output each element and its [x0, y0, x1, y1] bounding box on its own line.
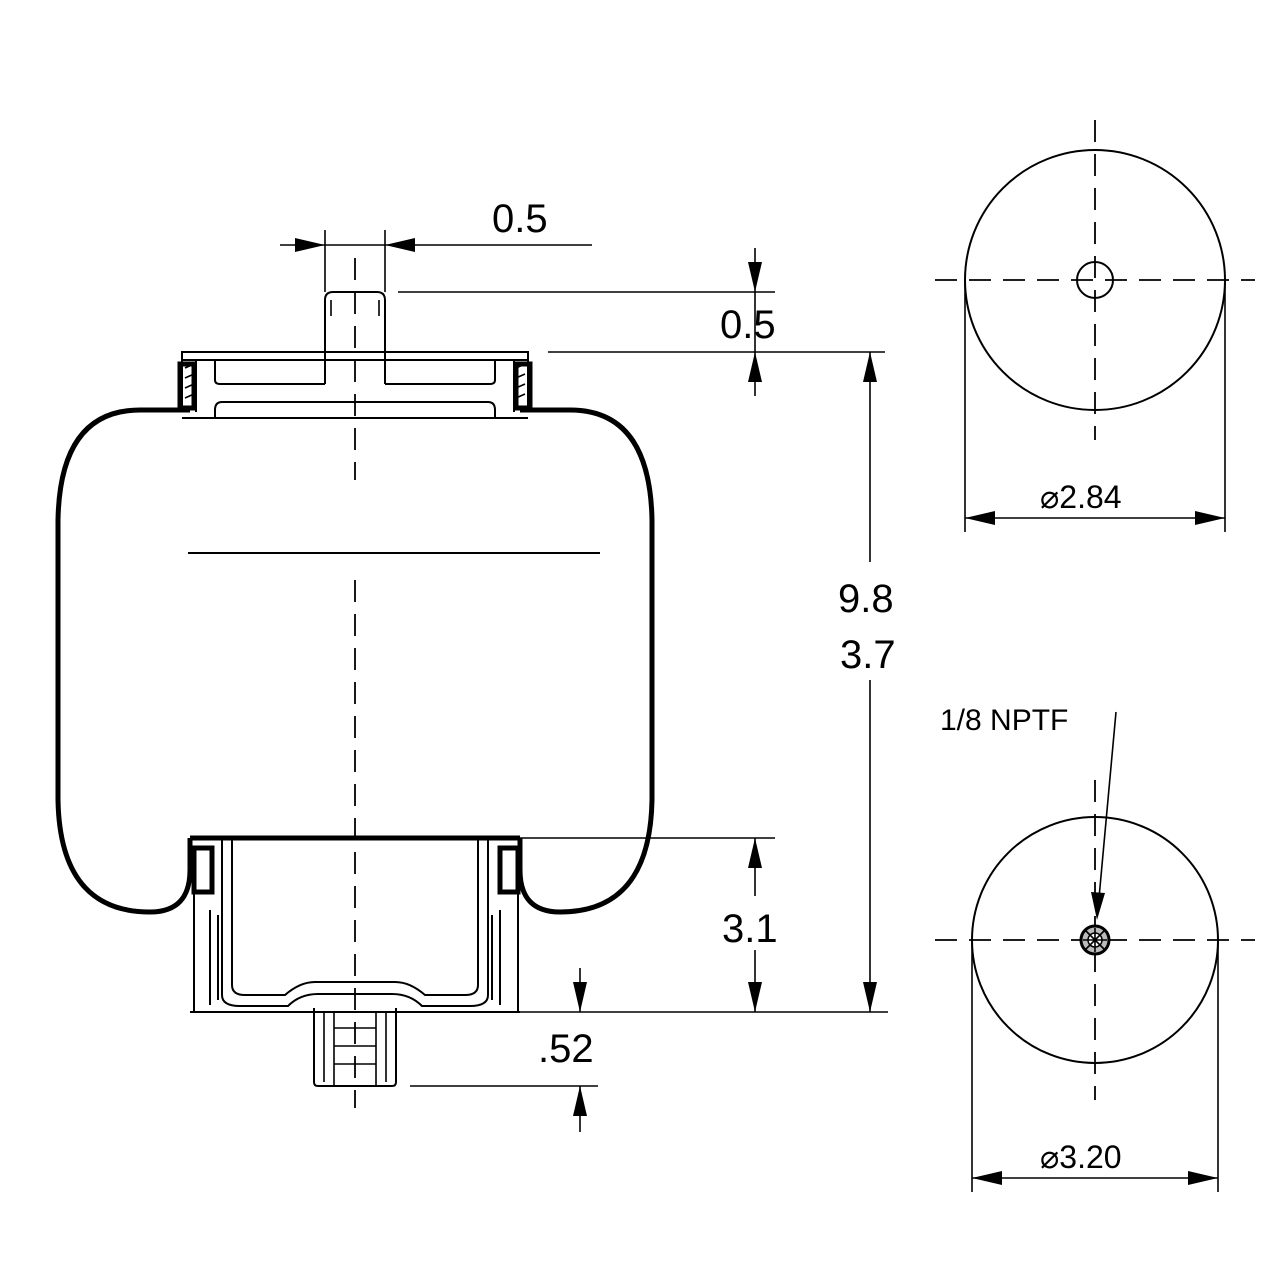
- bottom-diameter-symbol: ⌀: [1040, 1139, 1059, 1175]
- dim-height-min-text: 3.7: [840, 633, 896, 677]
- dim-bottom-stud-text: .52: [538, 1027, 594, 1071]
- piston: [190, 840, 521, 1013]
- port-leader: [1091, 711, 1117, 920]
- svg-text:⌀2.84: ⌀2.84: [1040, 479, 1122, 515]
- bottom-stud: [313, 1008, 397, 1087]
- dimension-stem-height: 0.5: [398, 248, 885, 396]
- svg-text:⌀3.20: ⌀3.20: [1040, 1139, 1122, 1175]
- dimension-overall-height: 9.8 3.7: [838, 352, 896, 1012]
- top-stem-circle: [1076, 261, 1114, 299]
- dimension-piston-height: 3.1: [410, 837, 888, 1013]
- top-diameter-symbol: ⌀: [1040, 479, 1059, 515]
- bellows: [55, 407, 655, 915]
- bottom-view: 1/8 NPTF ⌀3.20: [935, 704, 1255, 1192]
- bottom-diameter-text: 3.20: [1059, 1139, 1121, 1175]
- port-label: 1/8 NPTF: [940, 704, 1068, 737]
- side-view: [55, 258, 655, 1108]
- dim-stem-height-text: 0.5: [720, 303, 776, 347]
- top-view: ⌀2.84: [935, 120, 1255, 532]
- dim-stem-width-text: 0.5: [492, 197, 548, 241]
- dimension-stem-width: 0.5: [280, 197, 592, 292]
- dim-height-max-text: 9.8: [838, 577, 894, 621]
- top-diameter-text: 2.84: [1059, 479, 1121, 515]
- port-fitting: [1079, 924, 1111, 956]
- dimension-bottom-stud: .52: [410, 968, 598, 1132]
- dim-piston-height-text: 3.1: [722, 907, 778, 951]
